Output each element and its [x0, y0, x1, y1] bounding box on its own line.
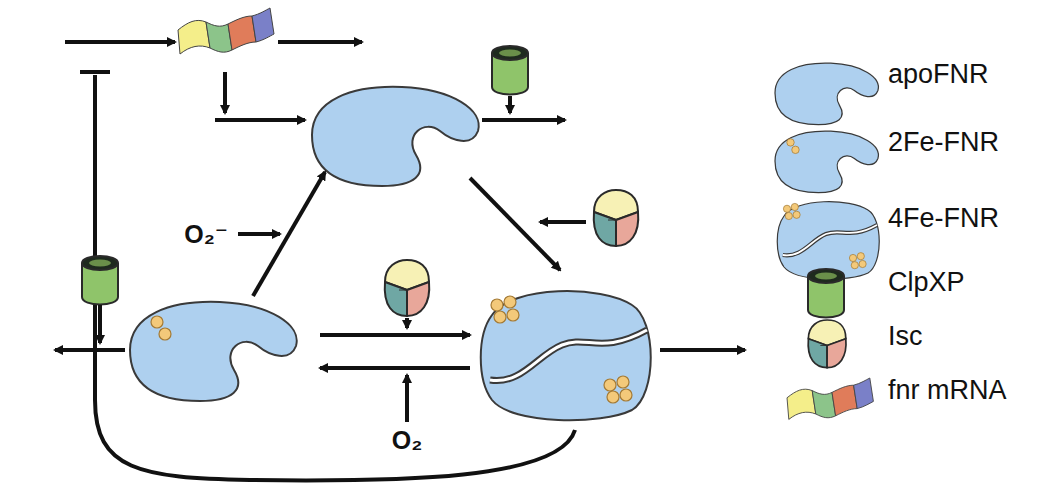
legend-text: Isc [888, 321, 923, 352]
legend-text: apoFNR [888, 59, 989, 90]
legend-text: 4Fe-FNR [888, 203, 999, 234]
legend-text: ClpXP [888, 267, 965, 298]
oxygen-label: O₂⁻ [184, 220, 228, 249]
legend-text: fnr mRNA [888, 375, 1007, 406]
legend-text: 2Fe-FNR [888, 127, 999, 158]
oxygen-label: O₂ [392, 426, 423, 455]
